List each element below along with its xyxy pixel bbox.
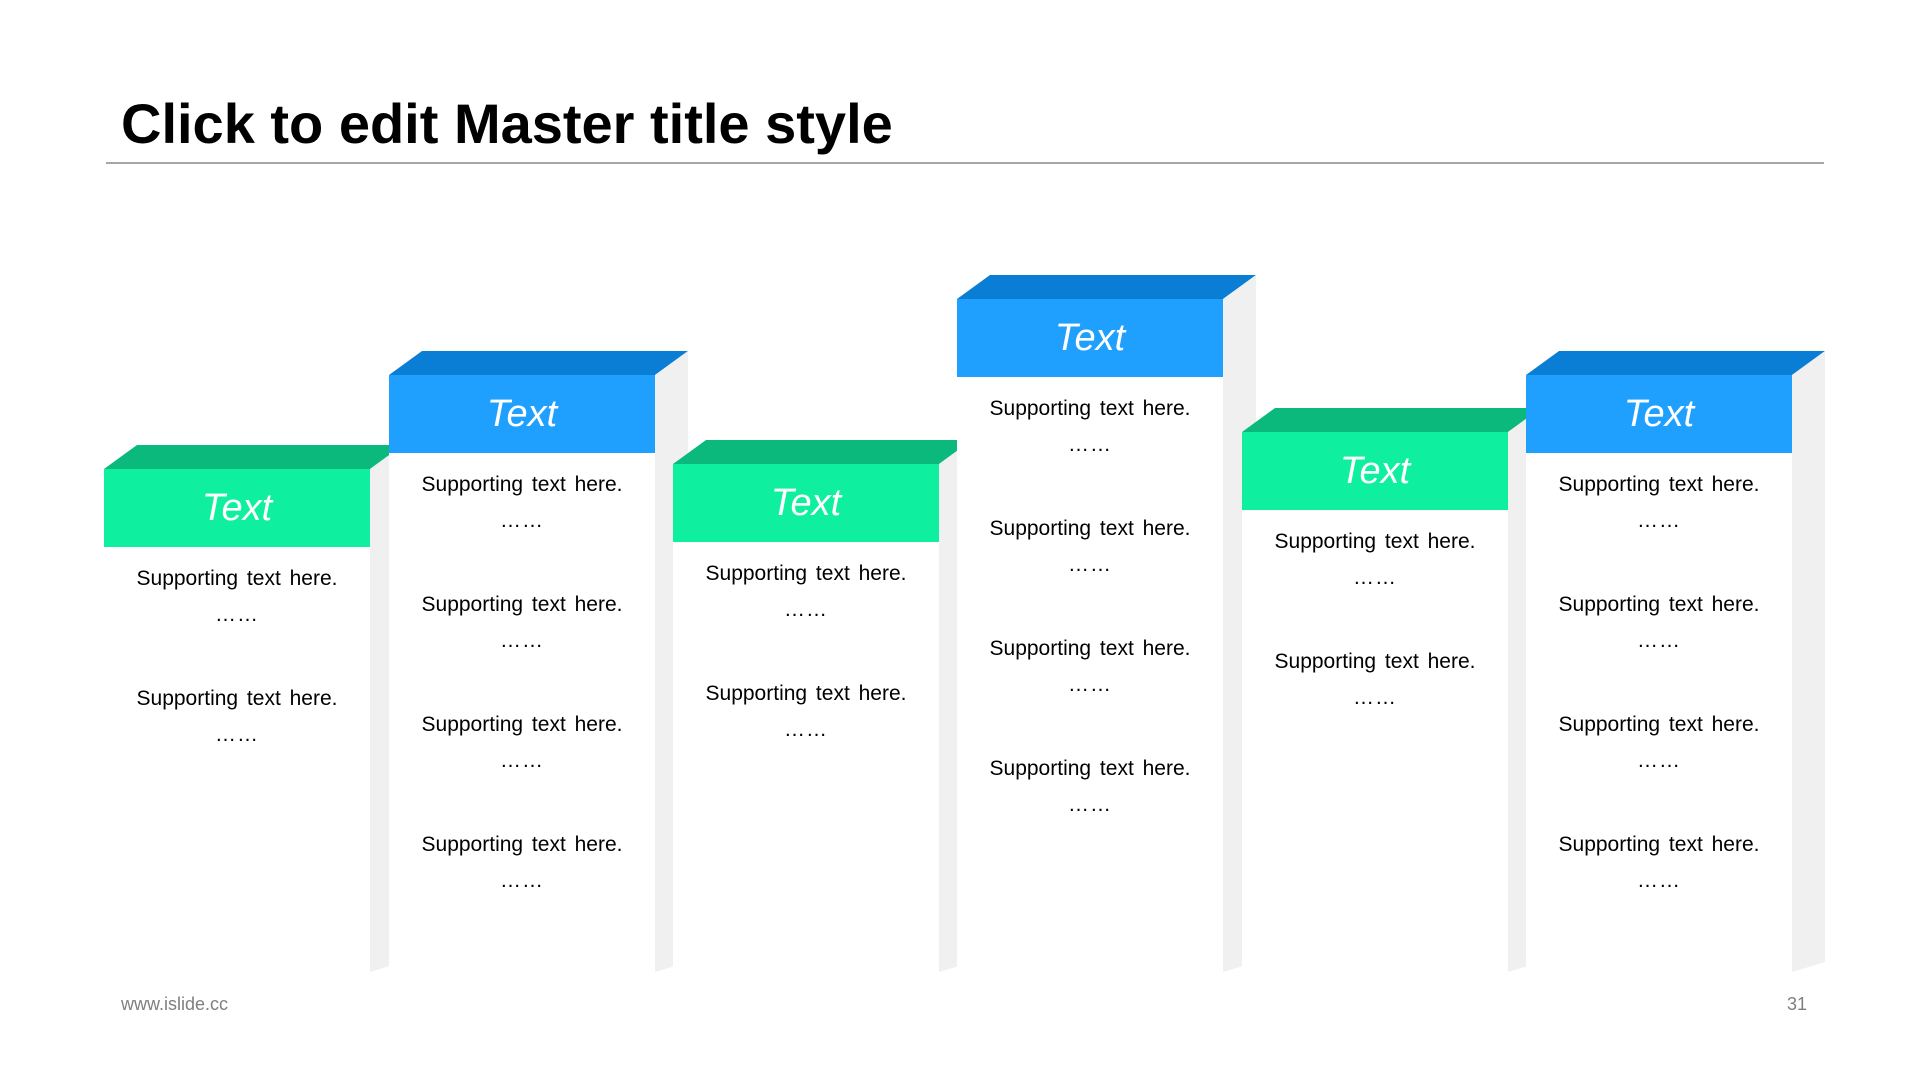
supporting-text[interactable]: Supporting text here. bbox=[989, 637, 1191, 660]
supporting-text[interactable]: Supporting text here. bbox=[1274, 650, 1476, 673]
ellipsis-text: …… bbox=[1068, 433, 1112, 456]
column-2-top-face bbox=[389, 351, 688, 375]
supporting-text[interactable]: Supporting text here. bbox=[989, 397, 1191, 420]
column-2-header[interactable]: Text bbox=[389, 375, 655, 453]
ellipsis-text: …… bbox=[500, 749, 544, 772]
ellipsis-text: …… bbox=[500, 629, 544, 652]
supporting-text[interactable]: Supporting text here. bbox=[1274, 530, 1476, 553]
column-5-top-face bbox=[1242, 408, 1541, 432]
list-item: Supporting text here. …… bbox=[1526, 591, 1792, 711]
list-item: Supporting text here. …… bbox=[957, 515, 1223, 635]
page-number: 31 bbox=[1786, 994, 1807, 1014]
supporting-text[interactable]: Supporting text here. bbox=[421, 593, 623, 616]
list-item: Supporting text here. …… bbox=[104, 685, 370, 805]
column-4-body bbox=[957, 377, 1223, 972]
column-4-header[interactable]: Text bbox=[957, 299, 1223, 377]
list-item: Supporting text here. …… bbox=[957, 635, 1223, 755]
list-item: Supporting text here. …… bbox=[1526, 711, 1792, 831]
column-3-top-face bbox=[673, 440, 972, 464]
ellipsis-text: …… bbox=[215, 723, 259, 746]
supporting-text[interactable]: Supporting text here. bbox=[1558, 593, 1760, 616]
column-3-content: Supporting text here.……Supporting text h… bbox=[673, 542, 939, 800]
ellipsis-text: …… bbox=[1637, 869, 1681, 892]
supporting-text[interactable]: Supporting text here. bbox=[705, 562, 907, 585]
supporting-text[interactable]: Supporting text here. bbox=[421, 833, 623, 856]
supporting-text[interactable]: Supporting text here. bbox=[136, 567, 338, 590]
column-2-body bbox=[389, 453, 655, 972]
title-divider bbox=[106, 162, 1824, 164]
ellipsis-text: …… bbox=[500, 869, 544, 892]
ellipsis-text: …… bbox=[500, 509, 544, 532]
list-item: Supporting text here. …… bbox=[1242, 528, 1508, 648]
ellipsis-text: …… bbox=[1637, 749, 1681, 772]
slide-title[interactable]: Click to edit Master title style bbox=[121, 92, 893, 155]
ellipsis-text: …… bbox=[784, 718, 828, 741]
column-5-content: Supporting text here.……Supporting text h… bbox=[1242, 510, 1508, 768]
list-item: Supporting text here. …… bbox=[957, 395, 1223, 515]
column-6-header[interactable]: Text bbox=[1526, 375, 1792, 453]
list-item: Supporting text here. …… bbox=[389, 711, 655, 831]
column-1-header[interactable]: Text bbox=[104, 469, 370, 547]
list-item: Supporting text here. …… bbox=[673, 680, 939, 800]
list-item: Supporting text here. …… bbox=[389, 471, 655, 591]
column-1-body bbox=[104, 547, 370, 972]
supporting-text[interactable]: Supporting text here. bbox=[1558, 833, 1760, 856]
supporting-text[interactable]: Supporting text here. bbox=[989, 517, 1191, 540]
column-6-content: Supporting text here.……Supporting text h… bbox=[1526, 453, 1792, 951]
list-item: Supporting text here. …… bbox=[1242, 648, 1508, 768]
list-item: Supporting text here. …… bbox=[1526, 471, 1792, 591]
list-item: Supporting text here. …… bbox=[957, 755, 1223, 875]
column-3-body bbox=[673, 542, 939, 972]
ellipsis-text: …… bbox=[215, 603, 259, 626]
column-3-header[interactable]: Text bbox=[673, 464, 939, 542]
column-1-top-face bbox=[104, 445, 403, 469]
supporting-text[interactable]: Supporting text here. bbox=[421, 473, 623, 496]
ellipsis-text: …… bbox=[1068, 673, 1112, 696]
list-item: Supporting text here. …… bbox=[673, 560, 939, 680]
supporting-text[interactable]: Supporting text here. bbox=[1558, 473, 1760, 496]
column-1-content: Supporting text here.……Supporting text h… bbox=[104, 547, 370, 805]
list-item: Supporting text here. …… bbox=[104, 565, 370, 685]
ellipsis-text: …… bbox=[1353, 566, 1397, 589]
column-4-top-face bbox=[957, 275, 1256, 299]
supporting-text[interactable]: Supporting text here. bbox=[989, 757, 1191, 780]
column-5-body bbox=[1242, 510, 1508, 972]
supporting-text[interactable]: Supporting text here. bbox=[705, 682, 907, 705]
column-2-content: Supporting text here.……Supporting text h… bbox=[389, 453, 655, 951]
footer-url[interactable]: www.islide.cc bbox=[121, 994, 229, 1014]
column-6-body bbox=[1526, 453, 1792, 972]
supporting-text[interactable]: Supporting text here. bbox=[1558, 713, 1760, 736]
column-4-content: Supporting text here.……Supporting text h… bbox=[957, 377, 1223, 875]
ellipsis-text: …… bbox=[1637, 629, 1681, 652]
ellipsis-text: …… bbox=[1353, 686, 1397, 709]
list-item: Supporting text here. …… bbox=[389, 831, 655, 951]
list-item: Supporting text here. …… bbox=[1526, 831, 1792, 951]
supporting-text[interactable]: Supporting text here. bbox=[136, 687, 338, 710]
column-6-top-face bbox=[1526, 351, 1825, 375]
ellipsis-text: …… bbox=[784, 598, 828, 621]
ellipsis-text: …… bbox=[1068, 553, 1112, 576]
list-item: Supporting text here. …… bbox=[389, 591, 655, 711]
supporting-text[interactable]: Supporting text here. bbox=[421, 713, 623, 736]
ellipsis-text: …… bbox=[1637, 509, 1681, 532]
ellipsis-text: …… bbox=[1068, 793, 1112, 816]
column-5-header[interactable]: Text bbox=[1242, 432, 1508, 510]
column-6-side-face bbox=[1792, 351, 1825, 972]
